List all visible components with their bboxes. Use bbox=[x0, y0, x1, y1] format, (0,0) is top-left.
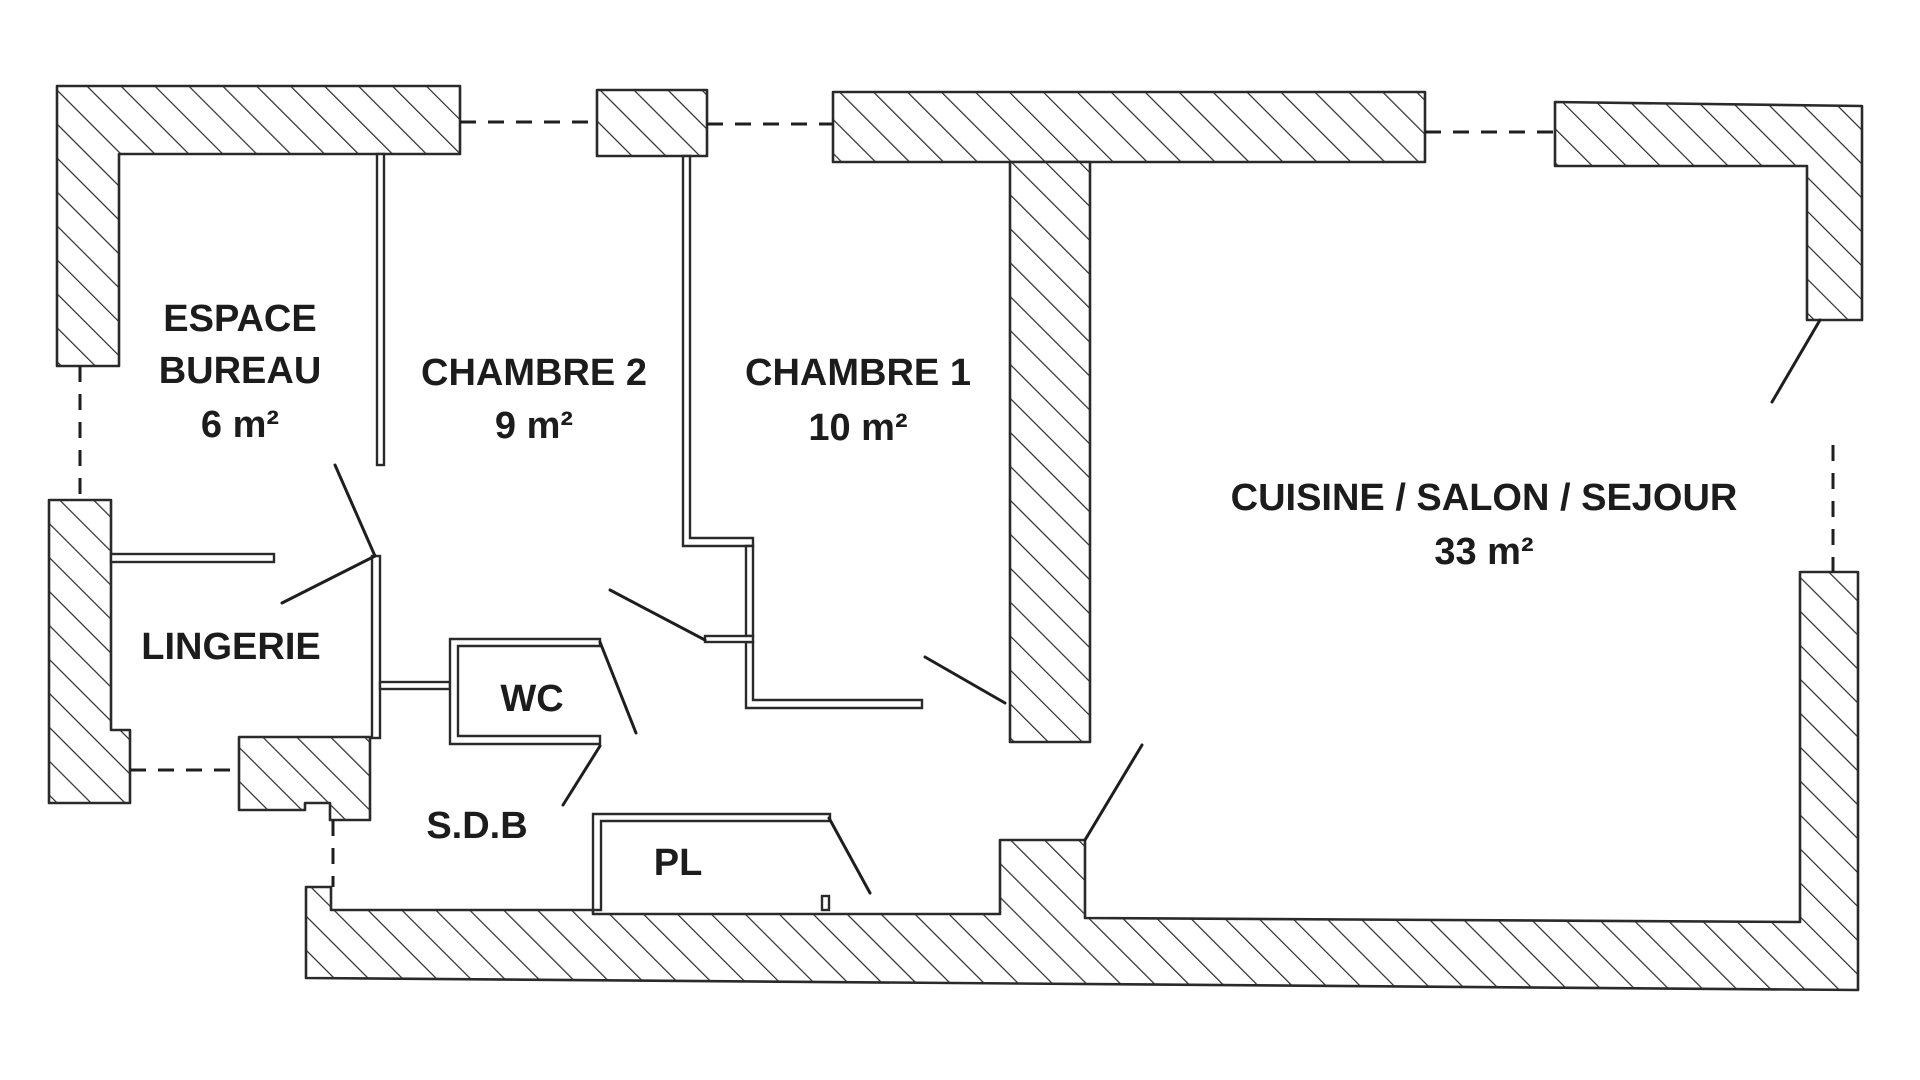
wall-top-right-corner bbox=[1553, 100, 1864, 322]
label-cuisine-salon-sejour: CUISINE / SALON / SEJOUR bbox=[1231, 477, 1738, 519]
door-sejour bbox=[1083, 743, 1144, 842]
partition-bureau-chambre2 bbox=[375, 152, 386, 467]
wall-top-segment-2 bbox=[831, 90, 1427, 164]
partition-pl-enclosure bbox=[591, 812, 832, 912]
door-sdb bbox=[561, 744, 602, 807]
label-espace-bureau-line2: BUREAU bbox=[159, 350, 322, 392]
label-chambre1-area: 10 m² bbox=[808, 407, 907, 449]
label-wc: WC bbox=[500, 678, 563, 720]
partition-wc-link bbox=[378, 680, 452, 691]
wall-left-lower bbox=[47, 498, 132, 805]
door-chambre2 bbox=[608, 588, 707, 642]
label-sdb: S.D.B bbox=[426, 805, 527, 847]
partition-chambre1-step bbox=[744, 544, 755, 638]
door-pl bbox=[827, 816, 872, 895]
label-chambre2: CHAMBRE 2 bbox=[421, 352, 647, 394]
door-sejour-top bbox=[1770, 318, 1822, 404]
partition-lingerie-shelf bbox=[109, 552, 276, 564]
partition-chambre2-chambre1 bbox=[681, 154, 755, 548]
label-cuisine-salon-sejour-area: 33 m² bbox=[1434, 531, 1533, 573]
label-chambre2-area: 9 m² bbox=[495, 405, 573, 447]
partition-chambre-closet-ledge bbox=[703, 634, 755, 644]
partition-lingerie-right bbox=[370, 554, 382, 740]
label-lingerie: LINGERIE bbox=[141, 626, 320, 668]
label-espace-bureau-line1: ESPACE bbox=[163, 298, 316, 340]
partition-pl-stub bbox=[820, 894, 831, 912]
label-pl: PL bbox=[654, 842, 703, 884]
wall-left-bottom-block bbox=[237, 735, 372, 822]
partition-chambre1-bottom bbox=[744, 640, 924, 710]
label-espace-bureau-area: 6 m² bbox=[201, 404, 279, 446]
door-bureau bbox=[333, 463, 377, 558]
wall-top-left-corner bbox=[55, 84, 462, 368]
door-chambre1 bbox=[923, 655, 1007, 705]
wall-central-partition bbox=[1008, 160, 1092, 744]
door-wc bbox=[598, 640, 638, 735]
wall-top-segment-1 bbox=[595, 88, 709, 158]
door-lingerie bbox=[280, 554, 377, 605]
label-chambre1: CHAMBRE 1 bbox=[745, 352, 971, 394]
